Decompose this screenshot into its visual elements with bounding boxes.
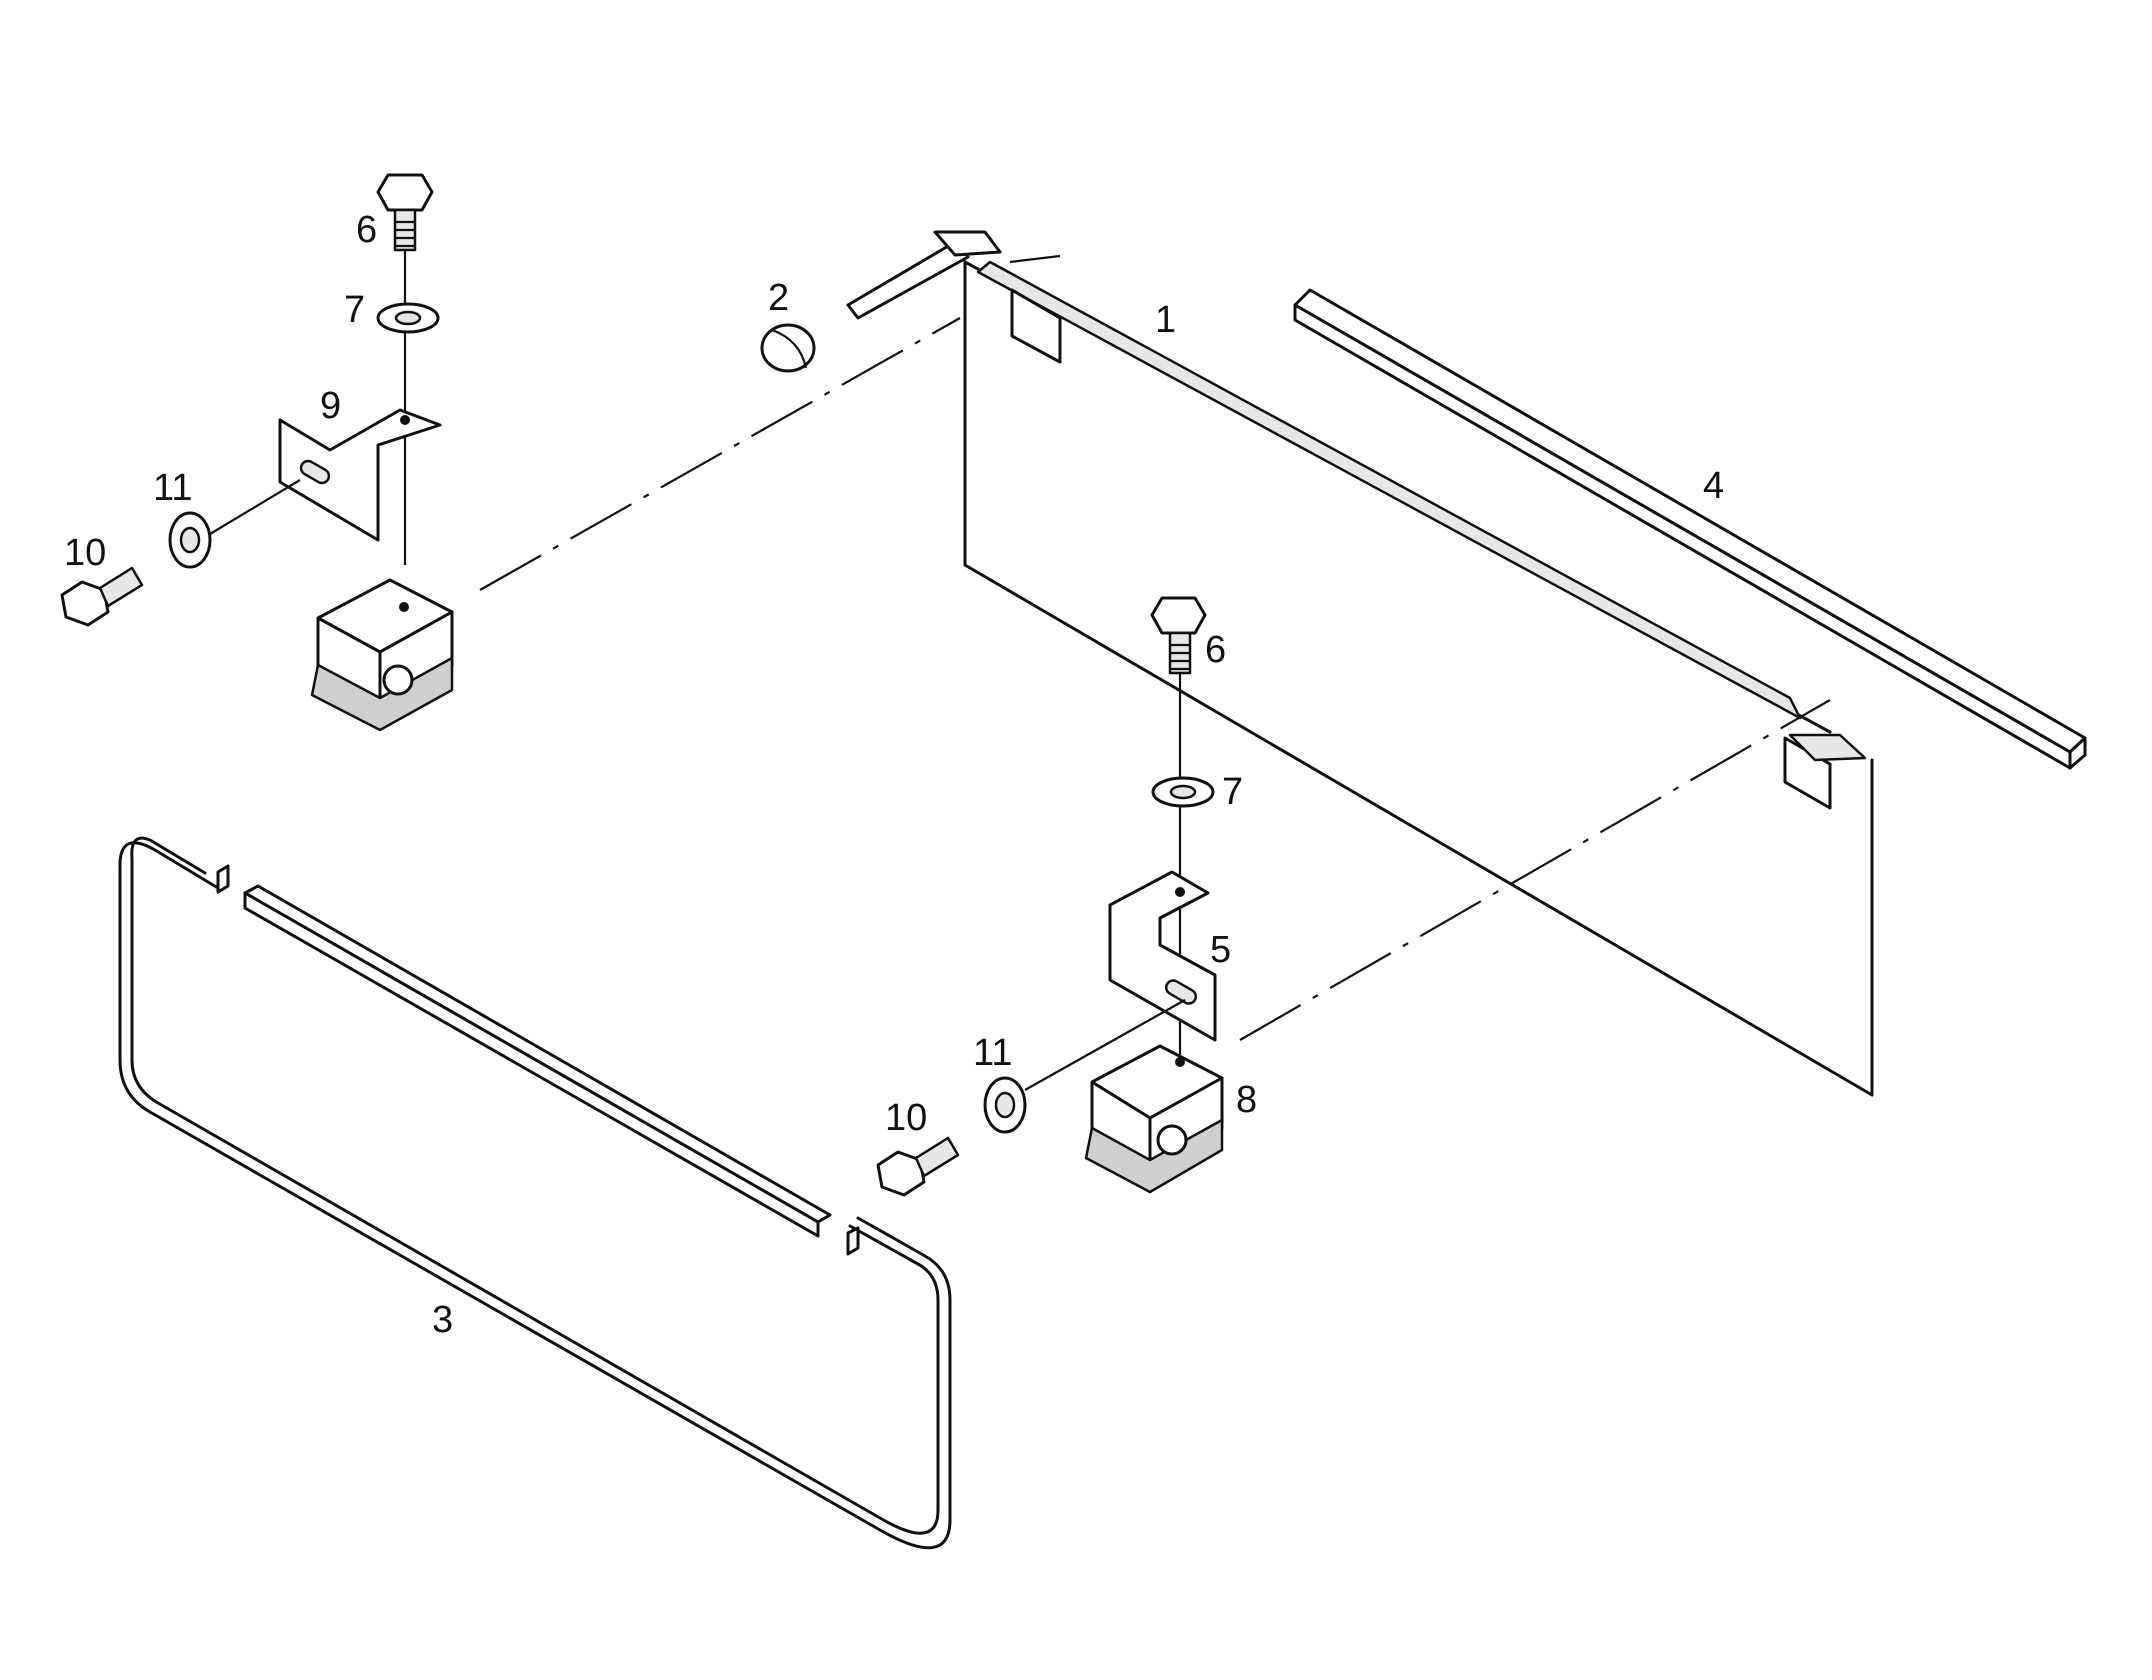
bracket-9-hole — [400, 415, 410, 425]
left-side-fasteners — [60, 511, 212, 627]
mount-8-left-rubber — [310, 656, 454, 732]
mount-8-left-pin — [382, 664, 414, 696]
bar-top-face — [1293, 288, 2087, 754]
part-2-cap — [760, 323, 816, 373]
frame-outer — [118, 841, 952, 1550]
callout-8: 8 — [1236, 1079, 1257, 1121]
bar-end-face — [2068, 736, 2087, 770]
callout-11-right: 11 — [973, 1032, 1012, 1074]
right-side-fasteners — [876, 1076, 1027, 1197]
center-line-top-stub — [1009, 254, 1061, 264]
part-1-panel — [846, 230, 1874, 1097]
callout-6-right: 6 — [1205, 629, 1226, 671]
bracket-9-slot — [299, 459, 331, 485]
rod-handle-bend — [933, 230, 1002, 257]
cap-highlight — [771, 328, 808, 369]
frame-end-top — [216, 864, 230, 894]
callout-5: 5 — [1210, 929, 1231, 971]
rod-end-cap — [1788, 733, 1867, 762]
callout-10-left: 10 — [64, 532, 106, 574]
frame-rail-top — [243, 884, 832, 1224]
cap-body — [760, 323, 816, 373]
frame-inner — [130, 836, 940, 1535]
bolt-10-shank-right — [914, 1136, 960, 1178]
washer-11-left-hole — [179, 526, 201, 554]
bracket-5-slot — [1164, 979, 1198, 1005]
bolt-10-shank-left — [98, 566, 144, 608]
part-4-bar — [1293, 288, 2087, 770]
washer-7-right-hole — [1169, 784, 1197, 800]
assembly-center-lines — [479, 254, 1831, 1041]
mount-8-right-rubber — [1084, 1118, 1224, 1194]
callout-9: 9 — [320, 385, 341, 427]
bolt-6-thread-left — [395, 220, 415, 248]
bracket-5-hole — [1175, 887, 1185, 897]
panel-outline — [963, 260, 1874, 1097]
callout-3: 3 — [432, 1299, 453, 1341]
mount-8-right-hole — [1175, 1057, 1185, 1067]
mount-8-left-hole — [399, 602, 409, 612]
frame-end-bottom — [846, 1226, 860, 1256]
callout-2: 2 — [768, 277, 789, 319]
callout-11-left: 11 — [153, 467, 192, 509]
washer-7-left-hole — [394, 310, 422, 326]
center-line-right — [1239, 699, 1831, 1041]
callout-4: 4 — [1703, 465, 1724, 507]
bar-front-face — [1293, 303, 2072, 770]
callout-7-right: 7 — [1222, 771, 1243, 813]
bolt-10-head-right — [876, 1150, 926, 1197]
callout-labels: 1 2 3 4 5 6 6 7 7 8 9 10 10 11 11 — [64, 209, 1724, 1341]
bolt-6-head-left — [376, 173, 434, 212]
right-bolt-axis — [1024, 999, 1186, 1091]
callout-1: 1 — [1155, 299, 1176, 341]
bolt-6-head-right — [1150, 596, 1207, 635]
bracket-5 — [1108, 870, 1217, 1042]
mount-8-right-pin — [1156, 1124, 1188, 1156]
rod-handle-arm — [846, 240, 970, 320]
frame-rail-front — [243, 891, 820, 1238]
part-3-frame — [118, 836, 952, 1550]
hinge-rod — [976, 260, 1802, 720]
bolt-10-head-left — [60, 580, 110, 627]
left-bolt-axis — [204, 479, 301, 538]
left-mount-assembly — [204, 173, 454, 732]
hinge-tab-left — [1010, 288, 1062, 364]
center-line-left — [479, 317, 961, 591]
callout-7-left: 7 — [344, 289, 365, 331]
bolt-6-thread-right — [1170, 643, 1190, 671]
washer-11-right-hole — [994, 1091, 1016, 1119]
bracket-9 — [278, 408, 442, 542]
callout-10-right: 10 — [885, 1097, 927, 1139]
right-mount-assembly — [1024, 596, 1224, 1194]
callout-6-left: 6 — [356, 209, 377, 251]
